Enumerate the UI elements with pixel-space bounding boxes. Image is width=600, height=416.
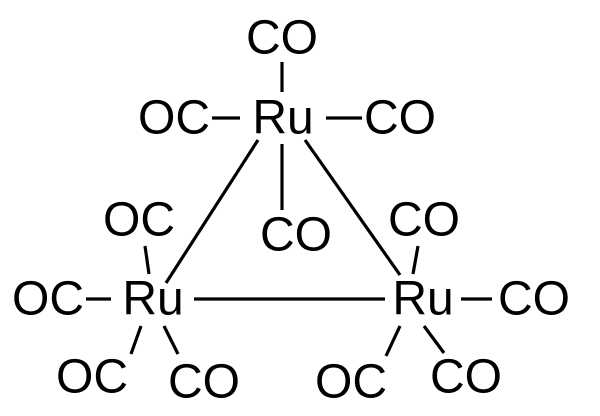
top-right-co-label: CO	[364, 92, 436, 145]
top-down-co-label: CO	[260, 209, 332, 262]
bond-left-upper-oc	[143, 245, 151, 275]
left-lower-left-oc-label: OC	[56, 351, 128, 404]
bond-left-lower-left-oc	[129, 325, 143, 355]
left-upper-oc-label: OC	[103, 194, 175, 247]
bond-right-lower-left-oc	[384, 325, 402, 357]
top-up-co-label: CO	[246, 12, 318, 65]
ru-right-label: Ru	[392, 273, 453, 326]
bond-right-lower-right-co	[422, 325, 446, 354]
bond-ru-top-ru-left	[164, 139, 260, 284]
bond-left-lower-right-co	[162, 325, 180, 355]
bond-right-upper-co	[411, 245, 420, 275]
right-upper-co-label: CO	[388, 194, 460, 247]
bond-ru-top-ru-right	[303, 139, 402, 276]
right-right-co-label: CO	[498, 273, 570, 326]
top-left-oc-label: OC	[138, 92, 210, 145]
left-lower-right-co-label: CO	[168, 356, 240, 409]
right-lower-right-co-label: CO	[430, 351, 502, 404]
ru-top-label: Ru	[252, 92, 313, 145]
right-lower-left-oc-label: OC	[315, 356, 387, 409]
ru-left-label: Ru	[122, 273, 183, 326]
left-left-oc-label: OC	[12, 273, 84, 326]
